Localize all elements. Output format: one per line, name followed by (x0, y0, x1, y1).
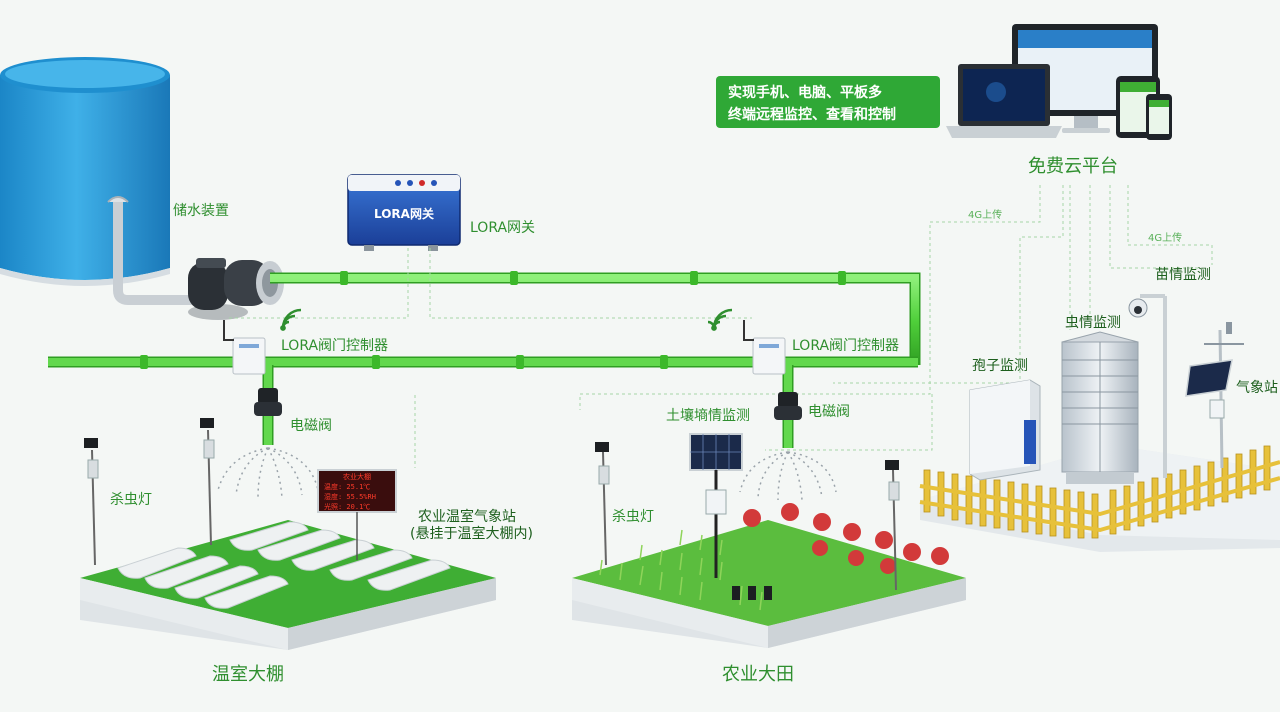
valve-controller-left (223, 320, 266, 375)
greenhouse-weather-label-1: 农业温室气象站 (418, 508, 516, 525)
farmland-platform (572, 503, 966, 648)
spore-monitor-label: 孢子监测 (972, 358, 1028, 374)
greenhouse-weather-label-2: (悬挂于温室大棚内) (410, 525, 533, 542)
insect-lamp-right-1 (595, 442, 610, 566)
seedling-camera-pole (1128, 294, 1167, 478)
valve-controller-right (743, 320, 786, 375)
insect-lamp-right-2 (885, 460, 900, 591)
cloud-devices (946, 24, 1172, 140)
weather-station-device (1185, 322, 1244, 469)
insect-lamp-left-1 (84, 438, 99, 566)
sprinkler-spray-left (217, 447, 319, 499)
cloud-platform-label: 免费云平台 (1028, 156, 1118, 177)
pest-monitor-device (1061, 331, 1139, 484)
led-title: 农业大棚 (343, 472, 371, 481)
weather-station-label: 气象站 (1236, 380, 1278, 396)
upload-4g-right: 4G上传 (1148, 232, 1182, 244)
insect-lamp-left-2 (200, 418, 215, 546)
water-tank (0, 57, 170, 286)
wifi-icon (707, 308, 733, 331)
soil-monitor-station (689, 433, 772, 600)
tank-outlet-pipe (113, 202, 200, 305)
spore-monitor-device (969, 379, 1041, 481)
seedling-monitor-label: 苗情监测 (1155, 267, 1211, 283)
greenhouse-weather-display: 农业大棚 温度: 25.1℃ 湿度: 55.5%RH 光照: 20.1℃ (317, 469, 397, 560)
greenhouse-title: 温室大棚 (212, 664, 284, 685)
led-row-temp: 温度: 25.1℃ (324, 482, 370, 491)
pest-monitor-label: 虫情监测 (1065, 315, 1121, 331)
lora-gateway-label: LORA网关 (470, 220, 535, 236)
led-row-light: 光照: 20.1℃ (324, 502, 370, 511)
soil-monitor-label: 土壤墒情监测 (666, 407, 750, 424)
farmland-title: 农业大田 (722, 664, 794, 685)
lora-gateway-device: LORA网关 (347, 174, 461, 251)
valve-controller-right-label: LORA阀门控制器 (792, 338, 899, 354)
solenoid-left-label: 电磁阀 (290, 418, 332, 434)
insect-lamp-left-label: 杀虫灯 (110, 492, 152, 508)
banner-line-2: 终端远程监控、查看和控制 (728, 106, 896, 123)
signal-lines (228, 185, 1213, 468)
led-row-humidity: 湿度: 55.5%RH (324, 492, 376, 501)
greenhouse-platform (80, 520, 496, 650)
feature-banner: 实现手机、电脑、平板多 终端远程监控、查看和控制 (716, 76, 940, 128)
upload-4g-left: 4G上传 (968, 209, 1002, 221)
gateway-brand-text: LORA网关 (374, 206, 434, 221)
insect-lamp-right-label: 杀虫灯 (612, 509, 654, 525)
water-pump (188, 258, 284, 320)
valve-controller-left-label: LORA阀门控制器 (281, 338, 388, 354)
monitoring-platform (919, 445, 1280, 552)
banner-line-1: 实现手机、电脑、平板多 (728, 84, 882, 101)
solenoid-valve-left (254, 388, 282, 416)
water-tank-label: 储水装置 (173, 203, 229, 219)
solenoid-valve-right (774, 392, 802, 420)
solenoid-right-label: 电磁阀 (808, 404, 850, 420)
wifi-icon (280, 308, 302, 331)
sprinkler-spray-right (739, 451, 837, 501)
